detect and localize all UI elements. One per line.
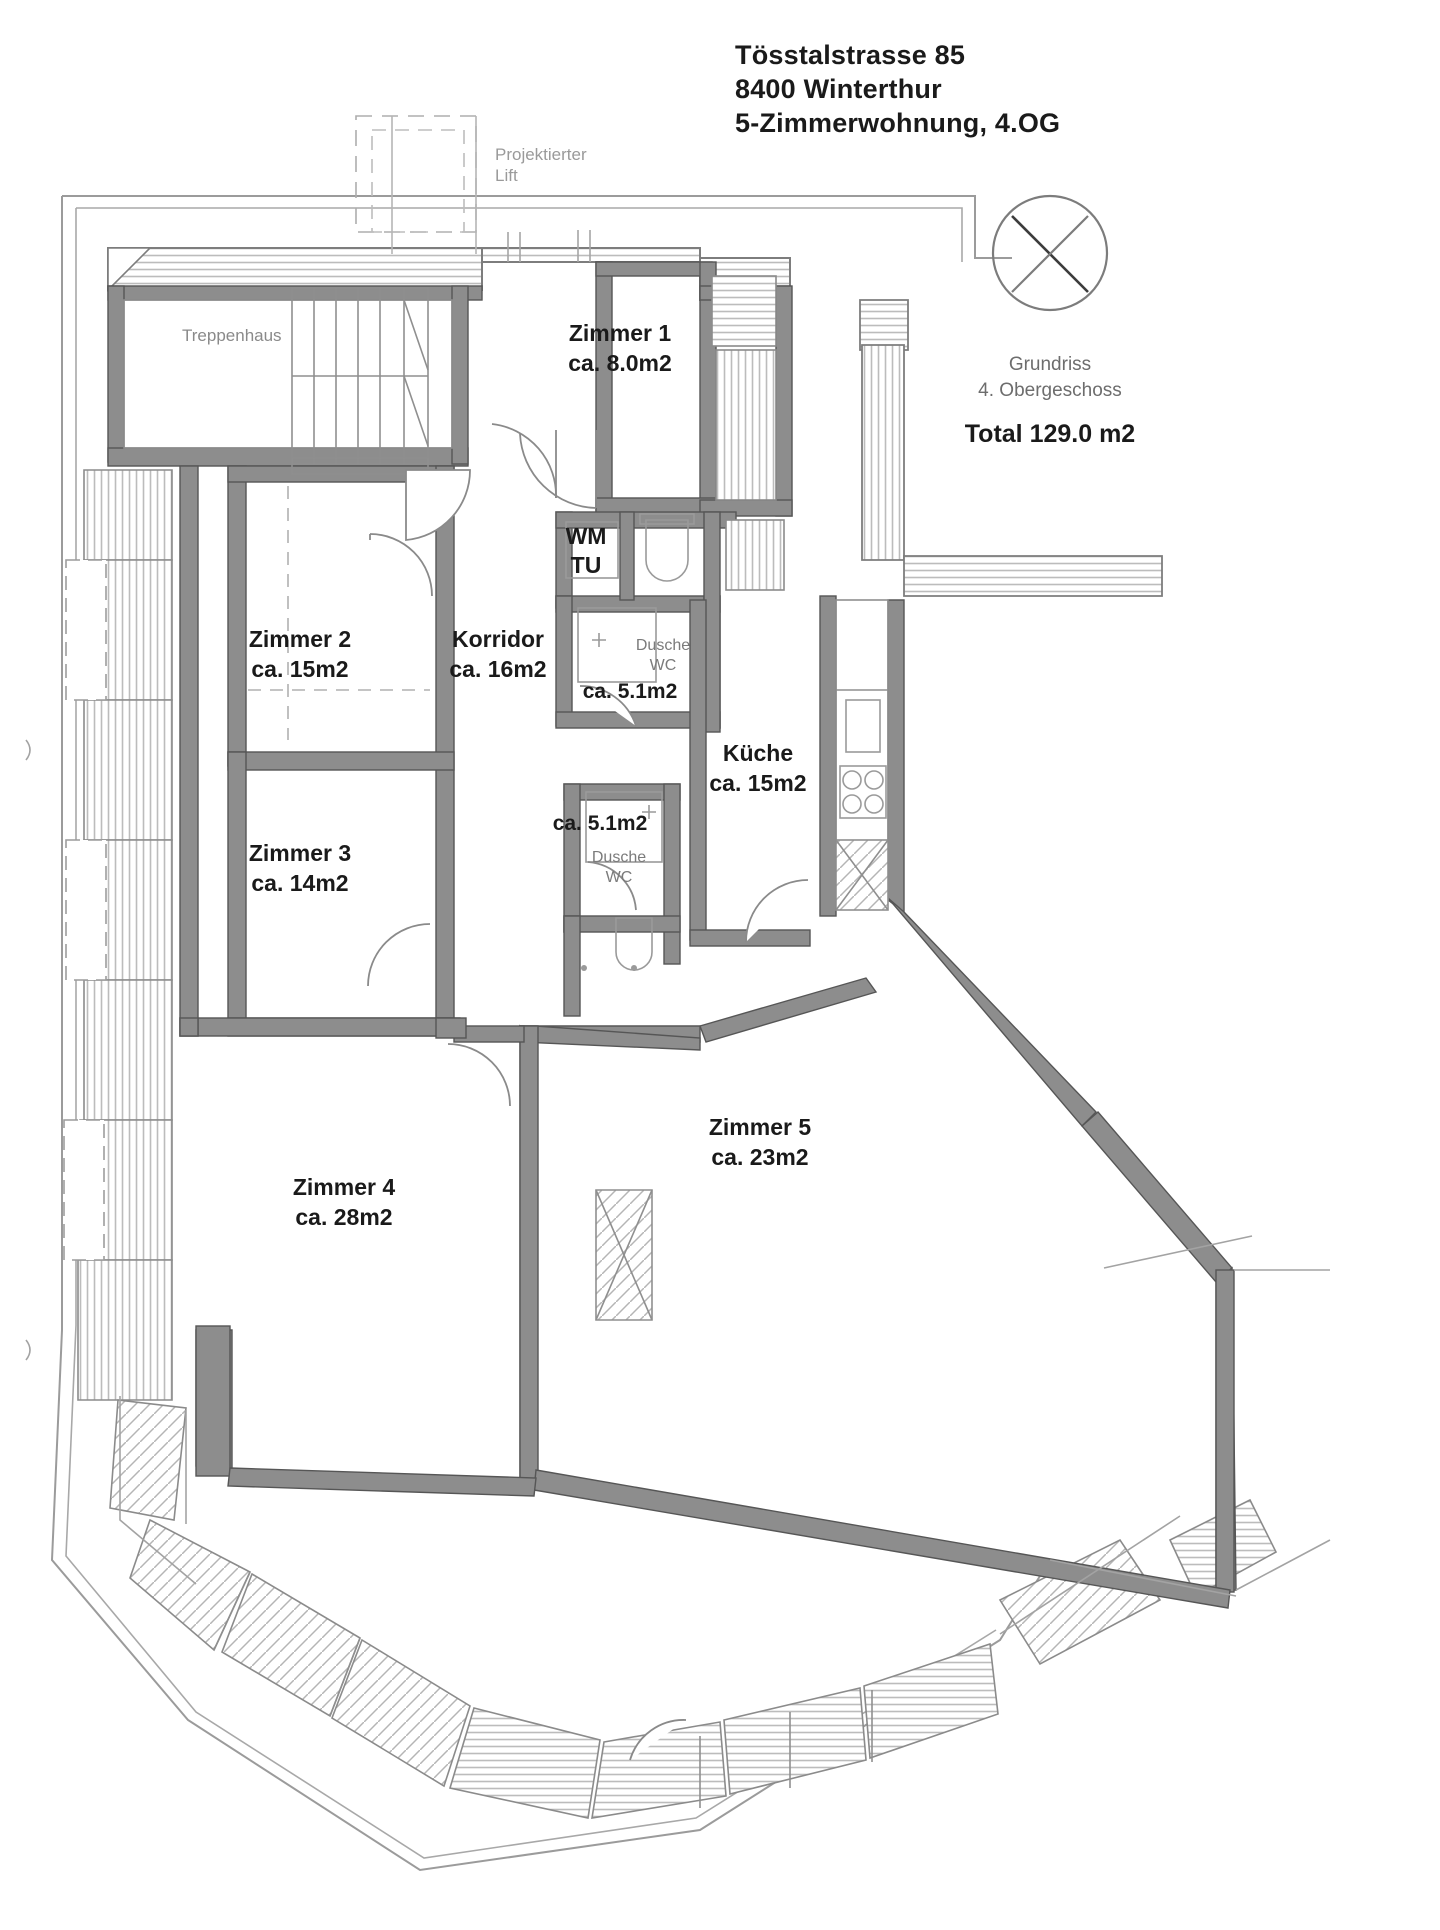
zimmer-3-area: ca. 14m2: [251, 870, 349, 897]
exterior-wall-hatch-northeast: [859, 299, 1163, 597]
room-label-kueche: Küche ca. 15m2: [658, 738, 858, 799]
korridor-area: ca. 16m2: [449, 656, 547, 683]
exterior-wall-hatch-west: [25, 469, 173, 1401]
bath-lower-wc: WC: [605, 869, 633, 886]
zimmer-4-area: ca. 28m2: [295, 1204, 393, 1231]
legend-grundriss: Grundriss: [1008, 354, 1092, 375]
stairwell-label: Treppenhaus: [182, 326, 282, 345]
guide-lines: [248, 486, 430, 740]
zimmer-5-name: Zimmer 5: [708, 1114, 812, 1140]
zimmer-5-area: ca. 23m2: [711, 1144, 809, 1171]
apartment-type: 5-Zimmerwohnung, 4.OG: [735, 108, 1061, 138]
zimmer-2-area: ca. 15m2: [251, 656, 349, 683]
laundry-label: WM TU: [546, 522, 626, 580]
bad-oben-area: ca. 5.1m2: [582, 680, 678, 703]
address-city: 8400 Winterthur: [735, 74, 942, 104]
zimmer-1-name: Zimmer 1: [568, 320, 672, 346]
door-swings: [367, 423, 809, 1761]
korridor-name: Korridor: [452, 626, 544, 652]
lift-label-line1: Projektierter: [495, 145, 587, 164]
room-label-bad-oben: ca. 5.1m2: [530, 678, 730, 706]
bath-upper-dusche: Dusche: [635, 637, 691, 654]
room-label-zimmer-1: Zimmer 1 ca. 8.0m2: [520, 318, 720, 379]
projected-lift-label: Projektierter Lift: [495, 144, 587, 186]
legend-geschoss: 4. Obergeschoss: [978, 380, 1122, 401]
zimmer-3-name: Zimmer 3: [248, 840, 352, 866]
kueche-name: Küche: [722, 740, 794, 766]
zimmer-2-name: Zimmer 2: [248, 626, 352, 652]
bad-unten-area: ca. 5.1m2: [552, 812, 648, 835]
exterior-wall-hatch-north: [107, 247, 791, 301]
title-block: Tösstalstrasse 85 8400 Winterthur 5-Zimm…: [735, 38, 1060, 140]
compass-circle-cross-icon: [991, 194, 1109, 312]
room-label-zimmer-5: Zimmer 5 ca. 23m2: [660, 1112, 860, 1173]
zimmer-1-area: ca. 8.0m2: [568, 350, 672, 377]
room-label-bad-unten: ca. 5.1m2: [500, 810, 700, 838]
exterior-wall-hatch-south: [109, 1399, 1278, 1819]
room-label-zimmer-3: Zimmer 3 ca. 14m2: [200, 838, 400, 899]
bath-lower-dusche: Dusche: [591, 849, 647, 866]
room-label-zimmer-2: Zimmer 2 ca. 15m2: [200, 624, 400, 685]
total-area-label: Total 129.0 m2: [964, 420, 1136, 448]
structural-walls: [107, 261, 1237, 1609]
washing-machine-label: WM: [565, 523, 607, 549]
kueche-area: ca. 15m2: [709, 770, 807, 797]
room-label-zimmer-4: Zimmer 4 ca. 28m2: [244, 1172, 444, 1233]
bath-upper-fixture-label: Dusche WC: [608, 636, 718, 676]
plan-legend: Grundriss 4. Obergeschoss: [935, 352, 1165, 404]
room-outlines: [119, 115, 1331, 1808]
lift-label-line2: Lift: [495, 166, 518, 185]
address-street: Tösstalstrasse 85: [735, 40, 966, 70]
bath-upper-wc: WC: [649, 657, 677, 674]
tumble-dryer-label: TU: [570, 551, 602, 578]
bath-lower-fixture-label: Dusche WC: [564, 848, 674, 888]
zimmer-4-name: Zimmer 4: [292, 1174, 396, 1200]
room-label-korridor: Korridor ca. 16m2: [398, 624, 598, 685]
